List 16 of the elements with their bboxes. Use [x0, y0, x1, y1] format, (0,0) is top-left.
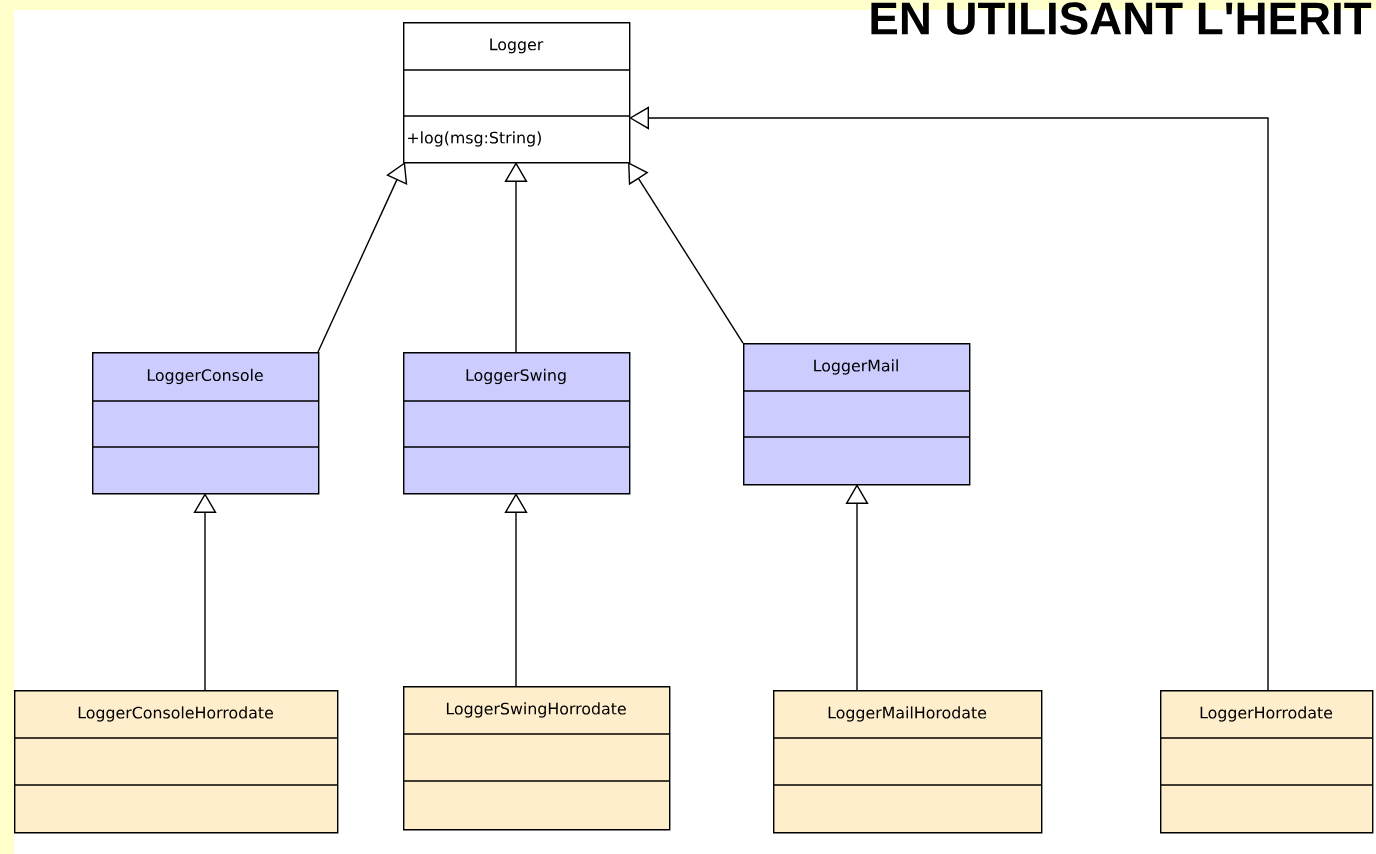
inheritance-arrow	[845, 484, 869, 691]
inheritance-arrow	[193, 493, 217, 691]
inheritance-arrow	[629, 106, 1269, 691]
class-box: LoggerMailHorodate	[772, 690, 1043, 834]
inheritance-arrow	[504, 493, 528, 687]
inheritance-arrow	[628, 162, 744, 344]
title: EN UTILISANT L'HERIT	[871, 2, 1372, 35]
class-box: LoggerSwingHorrodate	[402, 686, 671, 831]
class-box: LoggerMail	[742, 343, 971, 486]
class-box: LoggerConsole	[91, 352, 320, 495]
class-box: LoggerHorrodate	[1159, 690, 1374, 834]
inheritance-arrow	[317, 162, 408, 353]
inheritance-arrow	[504, 162, 528, 353]
class-box: LoggerSwing	[402, 352, 631, 495]
class-box: Logger +log(msg:String)	[402, 22, 631, 164]
class-box: LoggerConsoleHorrodate	[13, 690, 339, 834]
